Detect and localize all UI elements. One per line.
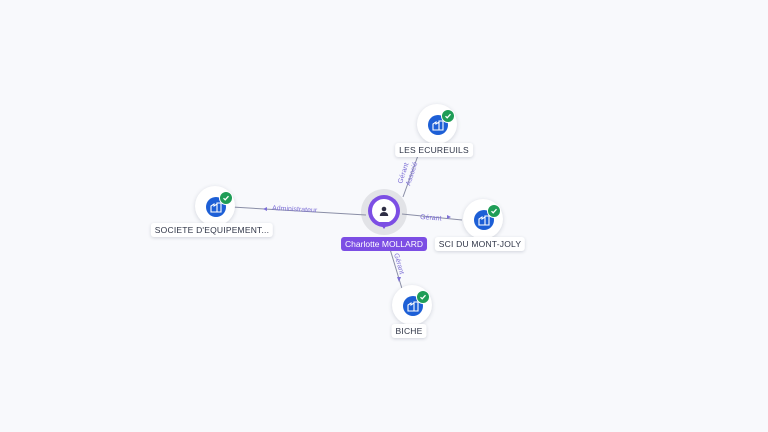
company-label-sci-mont-joly[interactable]: SCI DU MONT-JOLY (434, 237, 526, 251)
edge-line-biche (389, 248, 404, 293)
edge-arrow-societe-equipement (263, 207, 267, 211)
company-label-biche[interactable]: BICHE (391, 324, 427, 338)
edge-line-societe-equipement (231, 206, 367, 216)
company-label-les-ecureuils[interactable]: LES ECUREUILS (395, 143, 473, 157)
company-node-les-ecureuils[interactable] (417, 104, 457, 144)
verified-check-icon (219, 191, 233, 205)
edge-label-administrateur: Administrateur (272, 205, 318, 214)
company-node-societe-equipement[interactable] (195, 186, 235, 226)
company-node-sci-mont-joly[interactable] (463, 199, 503, 239)
person-name-label[interactable]: Charlotte MOLLARD (341, 237, 427, 251)
edge-line-les-ecureuils (402, 149, 421, 198)
person-node[interactable] (361, 189, 407, 235)
verified-check-icon (416, 290, 430, 304)
edge-label-gerant-sci-mont-joly: Gérant (420, 214, 442, 222)
person-pin (368, 195, 400, 227)
verified-check-icon (441, 109, 455, 123)
edge-arrow-sci-mont-joly (447, 215, 451, 219)
company-node-biche[interactable] (392, 285, 432, 325)
edge-label-gerant-biche: Gérant (392, 253, 405, 276)
edge-line-sci-mont-joly (401, 213, 463, 221)
company-label-societe-equipement[interactable]: SOCIETE D'EQUIPEMENT... (150, 223, 274, 237)
person-icon (372, 199, 396, 223)
edge-arrow-biche (397, 277, 401, 282)
verified-check-icon (487, 204, 501, 218)
